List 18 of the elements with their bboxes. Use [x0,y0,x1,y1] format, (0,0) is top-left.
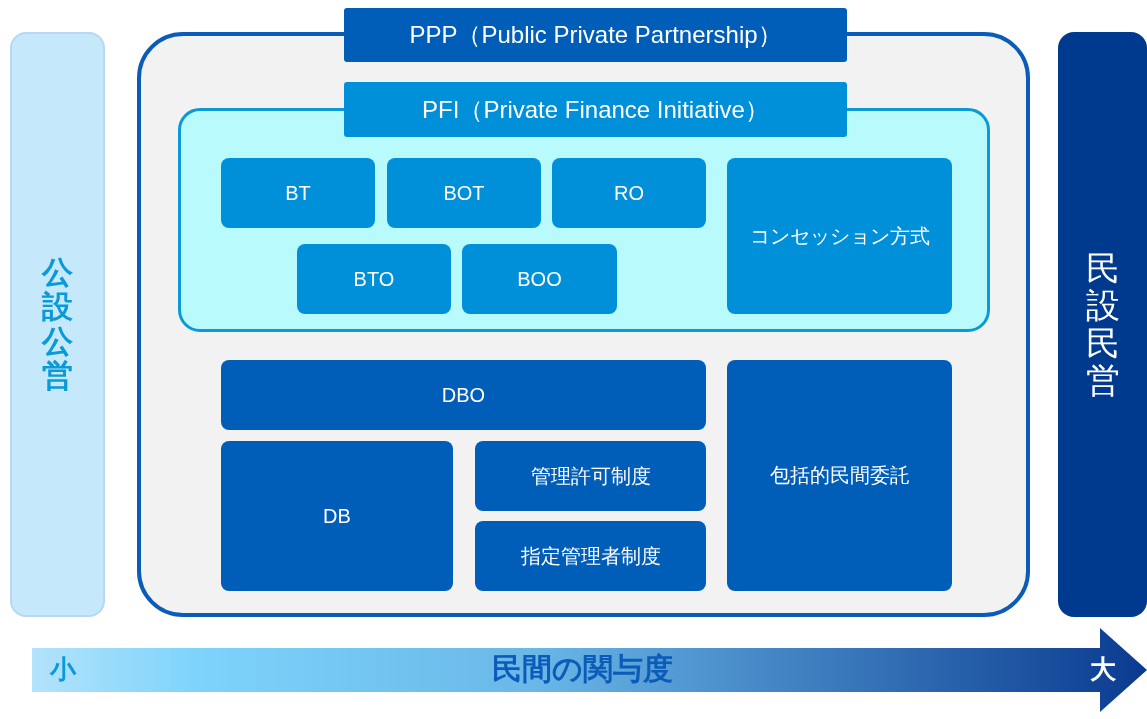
scheme-box: 包括的民間委託 [727,360,952,591]
heading-tab: PPP（Public Private Partnership） [344,8,847,62]
scheme-box: コンセッション方式 [727,158,952,314]
scheme-box: DB [221,441,453,591]
scheme-box: BOT [387,158,541,228]
scheme-box: DBO [221,360,706,430]
scheme-box: 指定管理者制度 [475,521,706,591]
scheme-box: RO [552,158,706,228]
axis-label: 民間の関与度 [492,651,673,687]
scheme-box: BOO [462,244,617,314]
scheme-box: BTO [297,244,451,314]
heading-tab: PFI（Private Finance Initiative） [344,82,847,137]
side-band: 公設公営 [10,32,105,617]
scheme-box: BT [221,158,375,228]
side-band: 民設民営 [1058,32,1147,617]
scale-label: 大 [1090,654,1116,686]
scale-label: 小 [50,654,76,686]
scheme-box: 管理許可制度 [475,441,706,511]
